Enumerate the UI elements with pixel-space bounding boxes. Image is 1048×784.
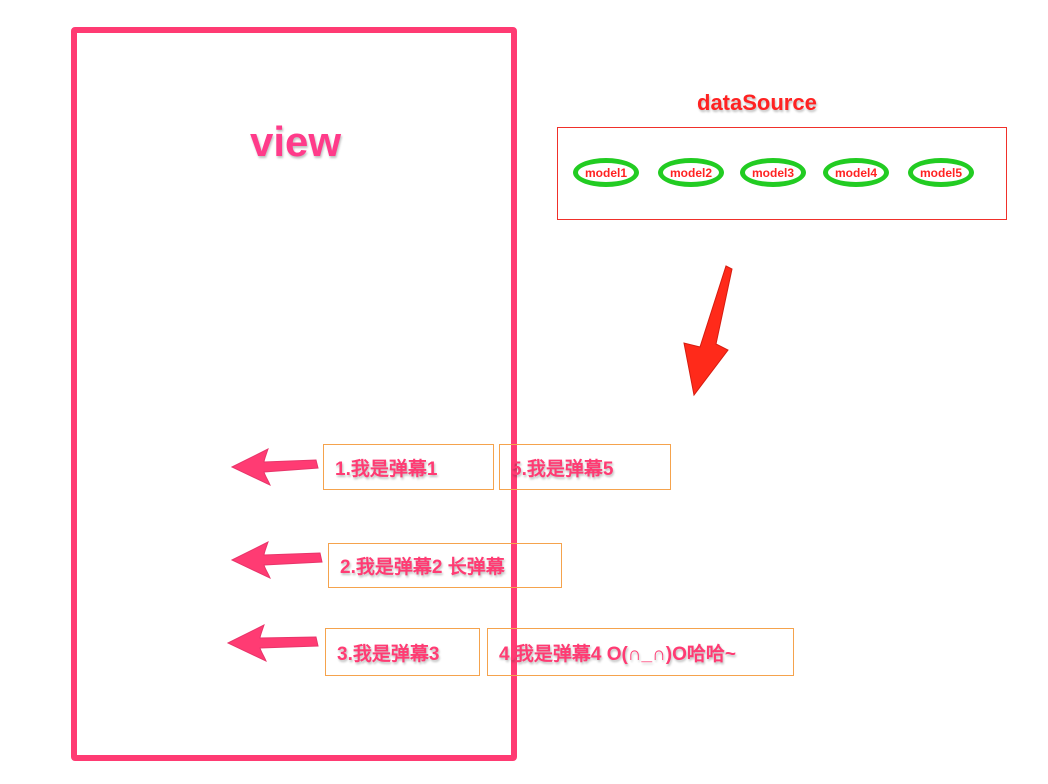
model-item-4: model4	[823, 158, 889, 187]
model-item-5: model5	[908, 158, 974, 187]
data-source-title: dataSource	[697, 90, 817, 115]
danmu-item-2: 2.我是弹幕2 长弹幕	[328, 543, 562, 588]
left-arrow-icon	[230, 448, 319, 486]
data-source-box	[557, 127, 1007, 220]
danmu-item-3: 3.我是弹幕3	[325, 628, 480, 676]
model-item-3: model3	[740, 158, 806, 187]
danmu-item-5: 5.我是弹幕5	[499, 444, 671, 490]
left-arrow-icon	[230, 541, 323, 579]
down-arrow-icon	[683, 265, 733, 397]
danmu-item-4: 4.我是弹幕4 O(∩_∩)O哈哈~	[487, 628, 794, 676]
danmu-item-1: 1.我是弹幕1	[323, 444, 494, 490]
left-arrow-icon	[226, 624, 319, 662]
view-label: view	[250, 118, 342, 165]
model-item-2: model2	[658, 158, 724, 187]
model-item-1: model1	[573, 158, 639, 187]
view-frame	[71, 27, 517, 761]
